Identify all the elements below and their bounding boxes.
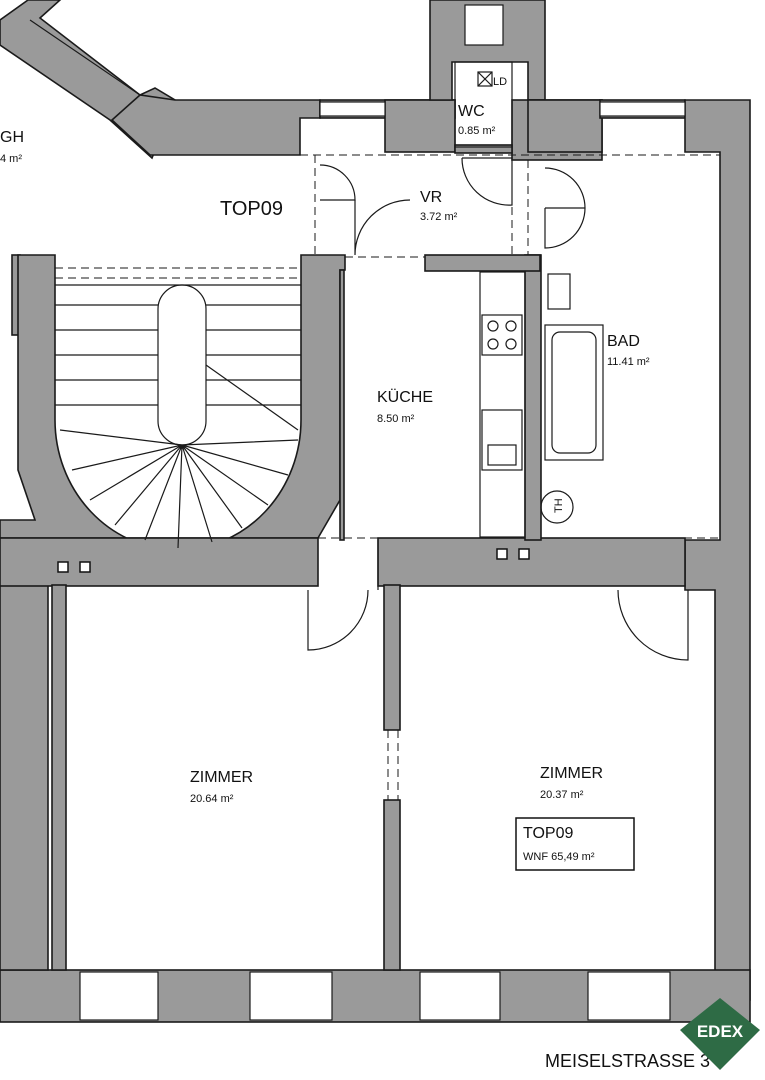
room-bad-area: 11.41 m² bbox=[607, 356, 650, 368]
room-bad-name: BAD bbox=[607, 333, 640, 350]
wall-mid-right bbox=[377, 537, 686, 587]
wall-stair bbox=[0, 254, 346, 551]
wall-zimmer-left bbox=[51, 584, 67, 971]
burner-1 bbox=[487, 320, 499, 332]
room-zimmer-left-name: ZIMMER bbox=[190, 769, 253, 786]
burner-4 bbox=[505, 338, 517, 350]
wc-room bbox=[454, 61, 513, 148]
sink bbox=[481, 409, 523, 471]
openings bbox=[300, 154, 720, 800]
room-gh-area: 4 m² bbox=[0, 153, 22, 165]
kitchen-counter bbox=[479, 271, 526, 538]
street-name: MEISELSTRASSE 3 bbox=[545, 1051, 710, 1071]
door-vr-bottom bbox=[354, 199, 411, 256]
stair-arrow bbox=[205, 364, 299, 431]
unit-label: TOP09 bbox=[220, 198, 283, 220]
square-marker-3 bbox=[496, 548, 508, 560]
wall-left-lower bbox=[0, 584, 49, 971]
room-zimmer-left-area: 20.64 m² bbox=[190, 793, 234, 805]
door-vr-left bbox=[319, 164, 356, 201]
window-bad bbox=[599, 101, 686, 117]
wall-mid-left bbox=[0, 537, 319, 587]
chimney-flue bbox=[464, 4, 504, 46]
window-zimmer-left-2 bbox=[249, 971, 333, 1021]
bathtub bbox=[544, 324, 604, 461]
door-zimmer-left bbox=[307, 540, 379, 651]
bad-fixture: TH bbox=[553, 498, 565, 513]
wall-top-right bbox=[527, 99, 603, 153]
burner-2 bbox=[505, 320, 517, 332]
room-zimmer-right-area: 20.37 m² bbox=[540, 789, 584, 801]
wall-wc-bottom bbox=[454, 144, 513, 154]
stair-well bbox=[157, 284, 207, 446]
water-heater bbox=[540, 490, 574, 524]
door-bad bbox=[544, 167, 586, 249]
square-marker-1 bbox=[57, 561, 69, 573]
burner-3 bbox=[487, 338, 499, 350]
walls bbox=[0, 0, 751, 1023]
wall-zimmer-divider-top bbox=[383, 584, 401, 731]
door-wc bbox=[461, 157, 513, 206]
logo-diamond bbox=[680, 998, 760, 1070]
bathtub-inner bbox=[551, 331, 597, 454]
wall-kitchen-top bbox=[424, 254, 541, 272]
stair-treads bbox=[55, 284, 301, 406]
room-wc-name: WC bbox=[458, 103, 485, 120]
room-vr-area: 3.72 m² bbox=[420, 211, 458, 223]
edex-logo: EDEX bbox=[680, 998, 760, 1070]
wall-kitchen-left bbox=[339, 269, 345, 541]
wc-ventilation-cross-2 bbox=[477, 71, 493, 87]
wall-chimney bbox=[429, 0, 546, 101]
wc-ventilation bbox=[477, 71, 493, 87]
room-zimmer-right-name: ZIMMER bbox=[540, 765, 603, 782]
room-vr-name: VR bbox=[420, 189, 442, 206]
info-box-title: TOP09 bbox=[523, 825, 574, 842]
sink-bowl bbox=[487, 444, 517, 466]
stair-winders bbox=[59, 429, 299, 549]
labels: GH 4 m² TOP09 LD WC 0.85 m² VR 3.72 m² K… bbox=[0, 76, 710, 1071]
doors bbox=[307, 157, 689, 661]
logo-text: EDEX bbox=[697, 1022, 744, 1041]
room-gh-name: GH bbox=[0, 129, 24, 146]
wc-fixture: LD bbox=[493, 76, 507, 88]
window-zimmer-right-1 bbox=[419, 971, 501, 1021]
wall-zimmer-divider-bottom bbox=[383, 799, 401, 971]
window-diagonal bbox=[29, 19, 141, 96]
fixtures bbox=[57, 61, 604, 573]
window-vr bbox=[319, 101, 386, 117]
stove bbox=[481, 314, 523, 356]
window-zimmer-left-1 bbox=[79, 971, 159, 1021]
window-zimmer-right-2 bbox=[587, 971, 671, 1021]
wall-right-outer bbox=[684, 99, 751, 1001]
info-box-wnf: WNF 65,49 m² bbox=[523, 851, 595, 863]
washbasin bbox=[547, 273, 571, 310]
room-kueche-name: KÜCHE bbox=[377, 388, 433, 406]
room-wc-area: 0.85 m² bbox=[458, 125, 496, 137]
info-box bbox=[515, 817, 635, 871]
staircase bbox=[55, 267, 301, 549]
wall-kitchen-bath bbox=[524, 254, 542, 541]
wall-diagonal-segment bbox=[110, 94, 321, 156]
room-kueche-area: 8.50 m² bbox=[377, 413, 415, 425]
door-zimmer-right bbox=[617, 589, 689, 661]
square-marker-2 bbox=[79, 561, 91, 573]
square-marker-4 bbox=[518, 548, 530, 560]
windows bbox=[29, 4, 686, 1021]
wall-top-block bbox=[384, 99, 456, 153]
